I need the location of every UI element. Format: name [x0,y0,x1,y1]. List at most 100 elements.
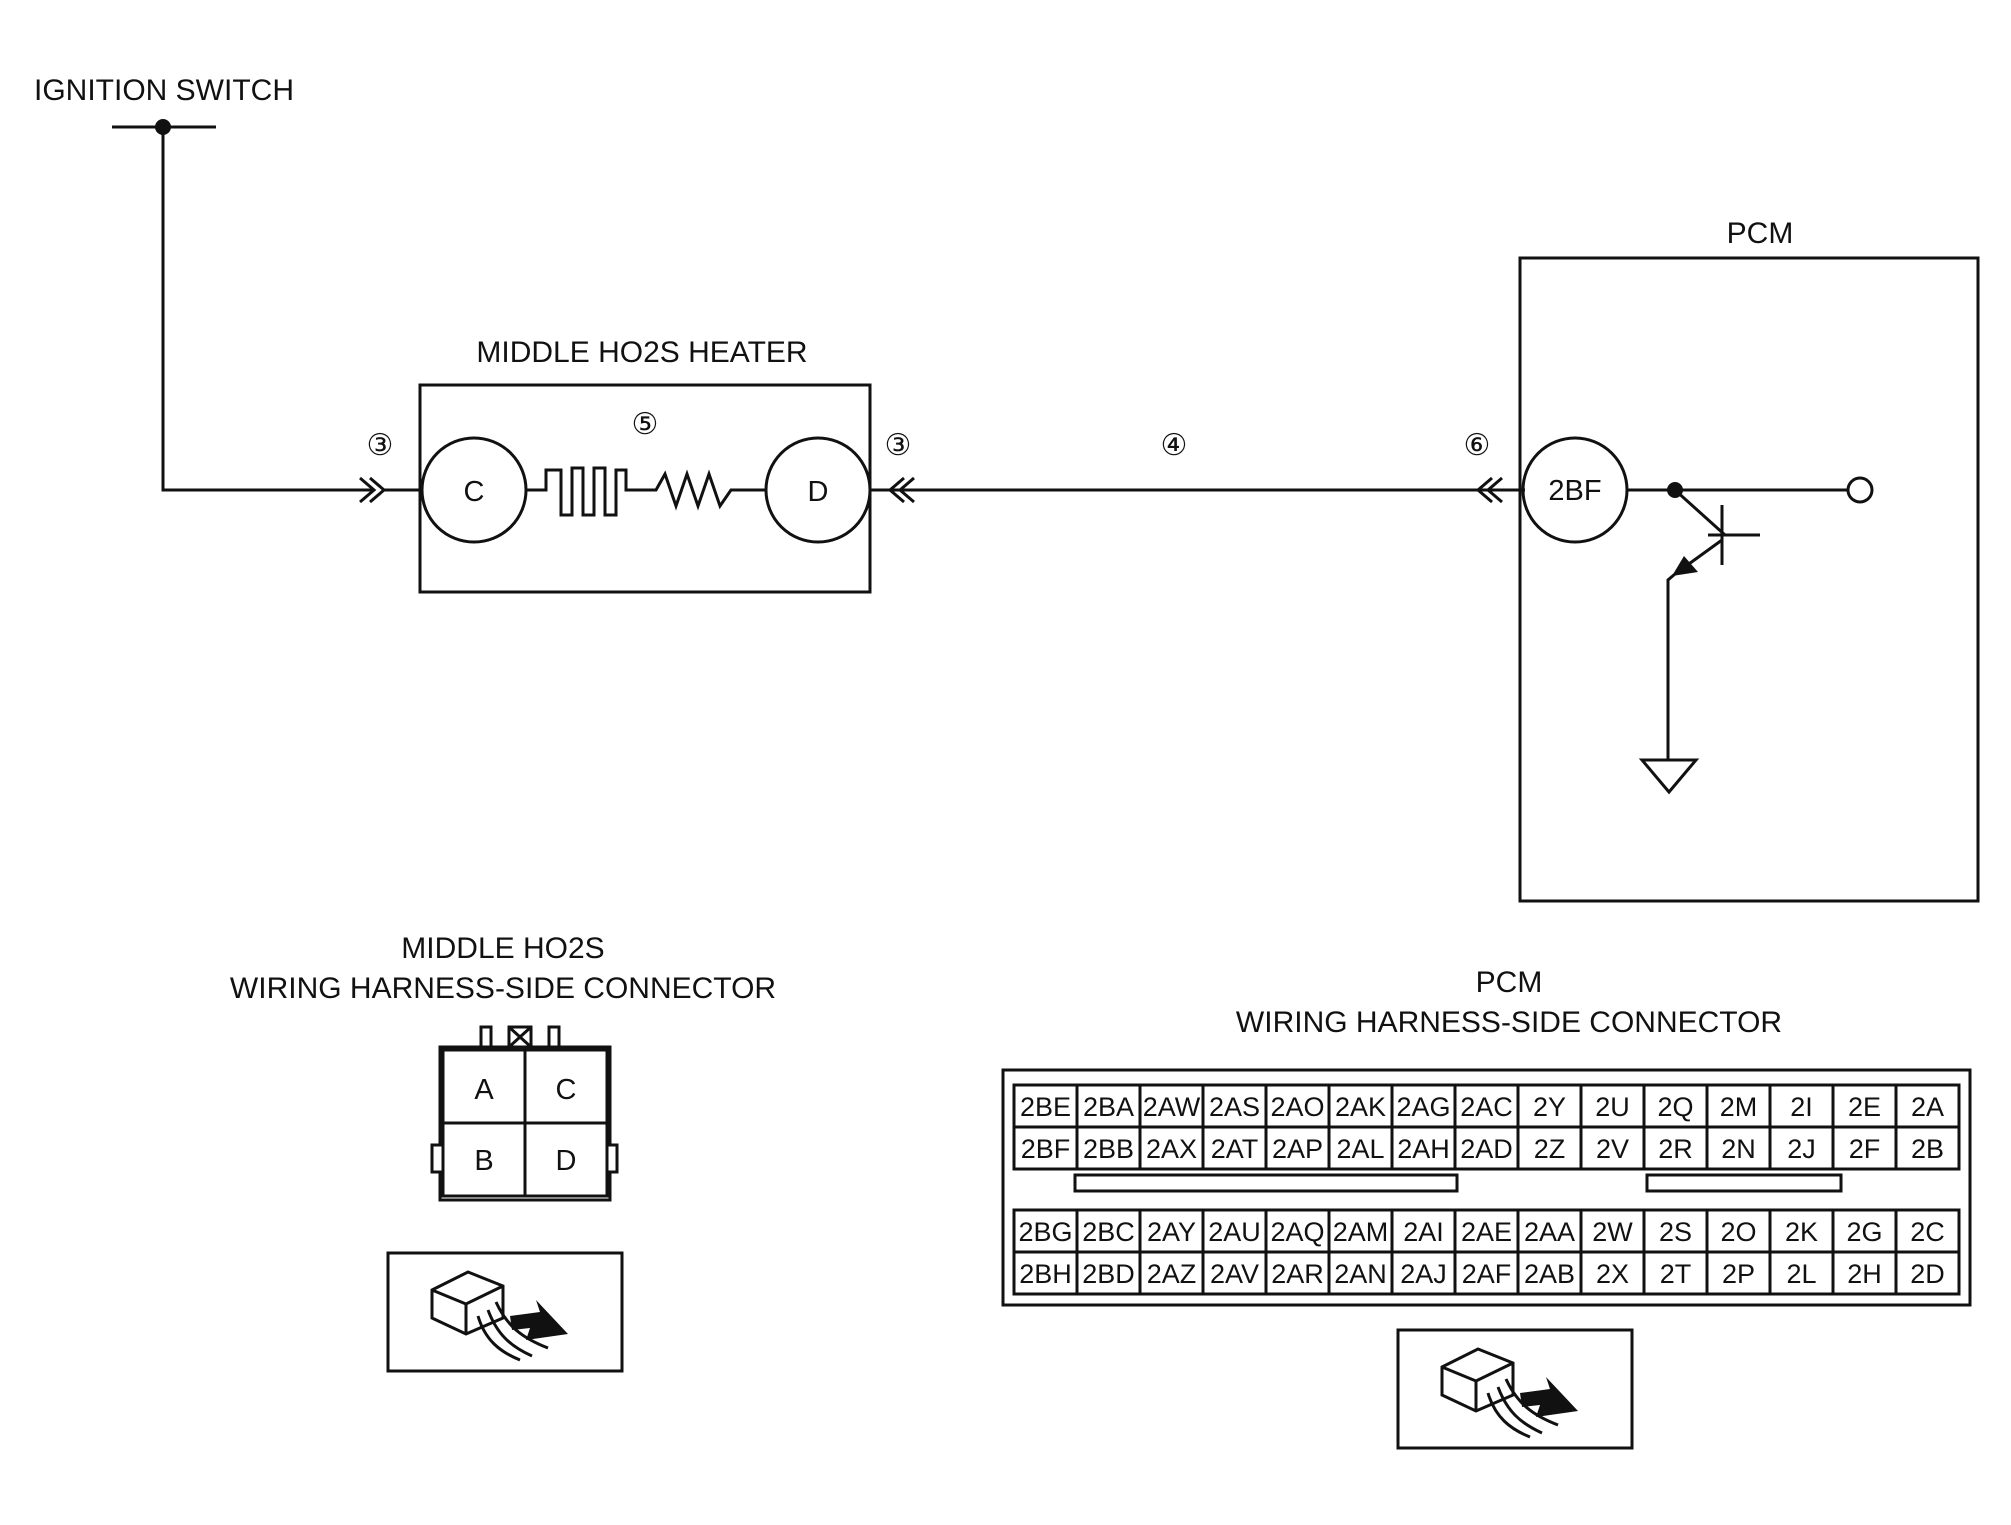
ho2s-connector-title-line2: WIRING HARNESS-SIDE CONNECTOR [230,972,776,1005]
pcm-cell-2ai: 2AI [1403,1217,1444,1247]
pcm-cell-2r: 2R [1658,1134,1693,1164]
ignition-feed-wire [161,127,372,492]
ho2s-cell-a: A [474,1074,494,1106]
pcm-cell-2h: 2H [1847,1259,1882,1289]
pcm-cell-2p: 2P [1722,1259,1755,1289]
pcm-cell-box [1894,1250,1961,1296]
pcm-pin-2bf-label: 2BF [1548,475,1601,507]
ho2s-connector-tab-right [547,1025,561,1049]
pcm-cell-2bd: 2BD [1082,1259,1135,1289]
pcm-cell-2ay: 2AY [1147,1217,1196,1247]
pcm-cell-2ao: 2AO [1270,1092,1324,1122]
ho2s-connector-outline [430,1045,619,1202]
pcm-terminal-icon [1846,476,1874,504]
pcm-cell-2aa: 2AA [1524,1217,1575,1247]
ignition-switch-label: IGNITION SWITCH [34,74,294,107]
ho2s-cell-c: C [556,1074,577,1106]
pcm-connector-key-right [1645,1173,1843,1193]
pcm-cell-2e: 2E [1848,1092,1881,1122]
pcm-connector-title-line2: WIRING HARNESS-SIDE CONNECTOR [1236,1006,1782,1039]
pcm-cell-2aj: 2AJ [1400,1259,1447,1289]
pcm-title: PCM [1727,217,1794,250]
pcm-cell-2ae: 2AE [1461,1217,1512,1247]
pcm-housing [1518,256,1980,903]
pcm-cell-2at: 2AT [1211,1134,1259,1164]
heater-pin-d-label: D [808,476,829,508]
pcm-cell-2t: 2T [1660,1259,1692,1289]
pcm-cell-2ax: 2AX [1146,1134,1197,1164]
pcm-cell-2aw: 2AW [1143,1092,1201,1122]
callout-harness: ④ [1161,429,1188,462]
pcm-cell-2be: 2BE [1020,1092,1071,1122]
pcm-cell-2w: 2W [1592,1217,1633,1247]
ground-icon [1638,758,1700,795]
pcm-cell-2y: 2Y [1533,1092,1566,1122]
pcm-cell-2f: 2F [1849,1134,1881,1164]
callout-heater-element: ⑤ [632,408,659,441]
callout-left-connector: ③ [367,429,394,462]
pcm-cell-2ar: 2AR [1271,1259,1324,1289]
pcm-cell-2bc: 2BC [1082,1217,1135,1247]
pcm-cell-2an: 2AN [1334,1259,1387,1289]
pcm-cell-2k: 2K [1785,1217,1818,1247]
ho2s-cell-d: D [556,1145,577,1177]
pcm-cell-2ag: 2AG [1396,1092,1450,1122]
heater-element-icon [526,466,766,517]
ho2s-connector-tab-left [479,1025,493,1049]
pcm-cell-2az: 2AZ [1147,1259,1197,1289]
pcm-cell-2b: 2B [1911,1134,1944,1164]
pcm-cell-2n: 2N [1721,1134,1756,1164]
pcm-cell-2ap: 2AP [1272,1134,1323,1164]
callout-right-connector: ③ [885,429,912,462]
pcm-cell-2al: 2AL [1336,1134,1384,1164]
callout-pcm-connector: ⑥ [1464,429,1491,462]
pcm-cell-2ba: 2BA [1083,1092,1134,1122]
pcm-cell-2j: 2J [1787,1134,1816,1164]
middle-ho2s-heater: MIDDLE HO2S HEATER C D ⑤ [418,336,872,594]
pcm-cell-2x: 2X [1596,1259,1629,1289]
pcm-cell-2q: 2Q [1657,1092,1693,1122]
pcm-cell-box [1894,1125,1961,1171]
pcm-cell-2af: 2AF [1462,1259,1512,1289]
pcm-cell-2c: 2C [1910,1217,1945,1247]
pcm-cell-2av: 2AV [1210,1259,1259,1289]
pcm-cell-2m: 2M [1720,1092,1758,1122]
pcm-cell-2g: 2G [1846,1217,1882,1247]
pcm-connector-title-line1: PCM [1476,966,1543,999]
pcm-cell-2s: 2S [1659,1217,1692,1247]
pcm-cell-2bb: 2BB [1083,1134,1134,1164]
pcm-cell-2ac: 2AC [1460,1092,1513,1122]
ignition-switch: IGNITION SWITCH [34,74,294,135]
pcm-cell-2as: 2AS [1209,1092,1260,1122]
heater-pin-c-label: C [464,476,485,508]
pcm-cell-2ah: 2AH [1397,1134,1450,1164]
pcm-cell-2au: 2AU [1208,1217,1261,1247]
ho2s-cell-b: B [474,1145,493,1177]
pcm-cell-2o: 2O [1720,1217,1756,1247]
ho2s-harness-connector: MIDDLE HO2S WIRING HARNESS-SIDE CONNECTO… [230,932,776,1202]
transistor-icon [1666,488,1760,760]
pcm-cell-2v: 2V [1596,1134,1629,1164]
pcm-cell-2bh: 2BH [1019,1259,1072,1289]
pcm-view-direction-icon [1396,1328,1634,1450]
pcm-connector-key-left [1073,1173,1459,1193]
pcm-cell-2aq: 2AQ [1270,1217,1324,1247]
pcm-harness-connector: PCM WIRING HARNESS-SIDE CONNECTOR 2BE 2BA… [1001,966,1972,1307]
pcm-cell-2ad: 2AD [1460,1134,1513,1164]
ho2s-connector-title-line1: MIDDLE HO2S [401,932,604,965]
pcm-cell-2ab: 2AB [1524,1259,1575,1289]
pcm-cell-2u: 2U [1595,1092,1630,1122]
pcm-cell-2ak: 2AK [1335,1092,1386,1122]
pcm-cell-2a: 2A [1911,1092,1944,1122]
pcm-cell-2am: 2AM [1333,1217,1389,1247]
pcm-cell-2bf: 2BF [1021,1134,1071,1164]
pcm-cell-2d: 2D [1910,1259,1945,1289]
pcm-cell-2z: 2Z [1534,1134,1566,1164]
heater-title: MIDDLE HO2S HEATER [476,336,807,369]
pcm-cell-2l: 2L [1786,1259,1816,1289]
pcm-module: PCM 2BF [1518,217,1980,903]
ho2s-view-direction-icon [386,1251,624,1373]
